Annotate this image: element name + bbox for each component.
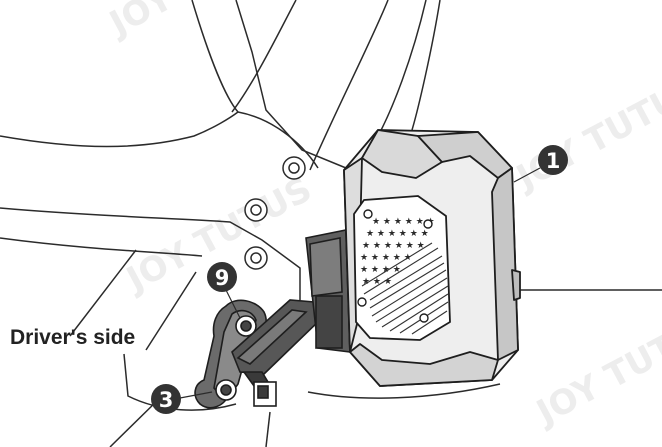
svg-text:★ ★ ★ ★ ★: ★ ★ ★ ★ ★ <box>360 253 412 263</box>
svg-text:★ ★ ★ ★ ★ ★: ★ ★ ★ ★ ★ ★ <box>372 217 435 227</box>
callout-9: 9 <box>207 262 237 292</box>
svg-text:★ ★ ★ ★: ★ ★ ★ ★ <box>360 265 401 275</box>
frame-bolt-holes <box>244 156 306 270</box>
mirror-glass <box>353 195 451 341</box>
leader-1 <box>513 167 541 183</box>
mirror-screws <box>357 209 433 323</box>
callout-1: 1 <box>538 145 568 175</box>
watermark-right: JOY TUTUS <box>509 67 662 199</box>
svg-text:★ ★ ★ ★ ★ ★: ★ ★ ★ ★ ★ ★ <box>366 229 429 239</box>
leader-lines <box>179 167 541 399</box>
svg-text:★ ★ ★: ★ ★ ★ <box>362 277 392 287</box>
callout-3-number: 3 <box>159 388 174 412</box>
screw-bottom-left <box>357 297 367 307</box>
drivers-side-label: Driver's side <box>10 326 136 349</box>
bolt-hole-3 <box>244 246 268 270</box>
screw-top-left <box>363 209 373 219</box>
flag-stars: ★ ★ ★ ★ ★ ★ ★ ★ ★ ★ ★ ★ ★ ★ ★ ★ ★ ★ ★ ★ … <box>360 217 435 287</box>
leader-9 <box>225 289 241 319</box>
watermark-top: JOY TUTUS <box>102 0 302 45</box>
flag-stripes <box>361 242 449 335</box>
callout-1-number: 1 <box>546 149 561 173</box>
svg-text:★ ★ ★ ★ ★ ★: ★ ★ ★ ★ ★ ★ <box>362 241 425 251</box>
pivot-housing <box>305 229 351 353</box>
bolt-hole-2 <box>244 198 268 222</box>
screw-bottom-right <box>419 313 429 323</box>
mount-bracket <box>194 299 267 409</box>
callout-3: 3 <box>151 384 181 414</box>
leader-3 <box>179 391 213 399</box>
watermark-bottom: JOY TUTUS <box>529 302 662 434</box>
mirror-housing: ★ ★ ★ ★ ★ ★ ★ ★ ★ ★ ★ ★ ★ ★ ★ ★ ★ ★ ★ ★ … <box>343 129 521 387</box>
bolt-hole-1 <box>282 156 306 180</box>
callout-9-number: 9 <box>215 266 230 290</box>
screw-top-right <box>423 219 433 229</box>
